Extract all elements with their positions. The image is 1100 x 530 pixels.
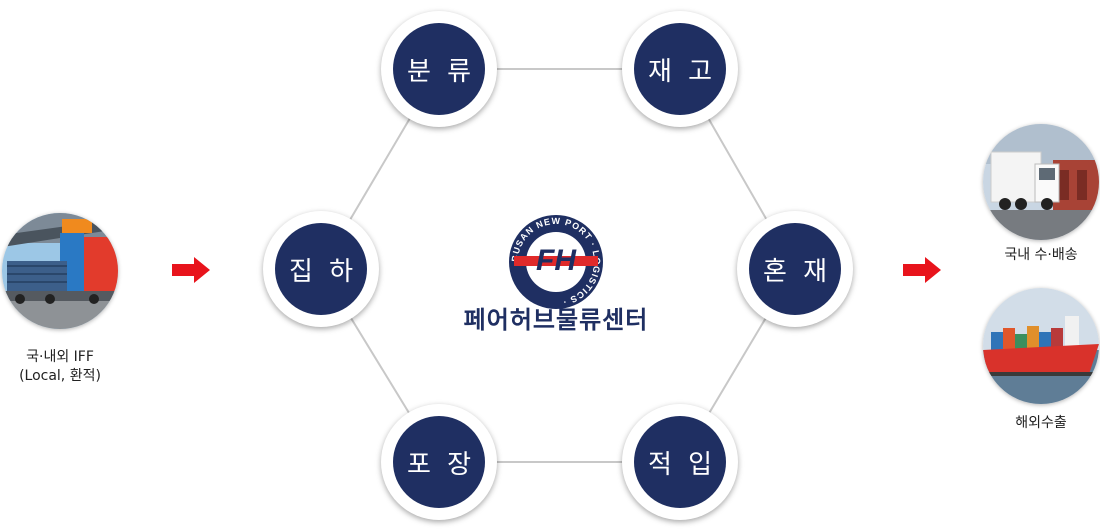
- right-arrow-icon: [172, 257, 210, 283]
- node-sorting-label: 분 류: [393, 23, 485, 115]
- container-ship-photo: [983, 288, 1099, 404]
- node-packing: 포 장: [381, 404, 497, 520]
- warehouse-containers-photo: [2, 213, 118, 329]
- node-collection: 집 하: [263, 211, 379, 327]
- node-loading: 적 입: [622, 404, 738, 520]
- fh-logo-icon: BUSAN NEW PORT · LOGISTICS · FH: [509, 215, 603, 309]
- output-domestic-label: 국내 수·배송: [1004, 247, 1078, 263]
- node-inventory: 재 고: [622, 11, 738, 127]
- truck-photo: [983, 124, 1099, 240]
- input-label-line1: 국·내외 IFF: [26, 349, 94, 365]
- input-label-line2: (Local, 환적): [19, 368, 101, 384]
- output-export-label: 해외수출: [1015, 415, 1067, 431]
- node-packing-label: 포 장: [393, 416, 485, 508]
- node-mixed: 혼 재: [737, 211, 853, 327]
- input-label: 국·내외 IFF (Local, 환적): [0, 348, 120, 386]
- node-inventory-label: 재 고: [634, 23, 726, 115]
- node-mixed-label: 혼 재: [749, 223, 841, 315]
- svg-text:FH: FH: [536, 244, 577, 277]
- node-loading-label: 적 입: [634, 416, 726, 508]
- node-sorting: 분 류: [381, 11, 497, 127]
- node-collection-label: 집 하: [275, 223, 367, 315]
- right-arrow-icon: [903, 257, 941, 283]
- center-title: 페어허브물류센터: [463, 306, 649, 334]
